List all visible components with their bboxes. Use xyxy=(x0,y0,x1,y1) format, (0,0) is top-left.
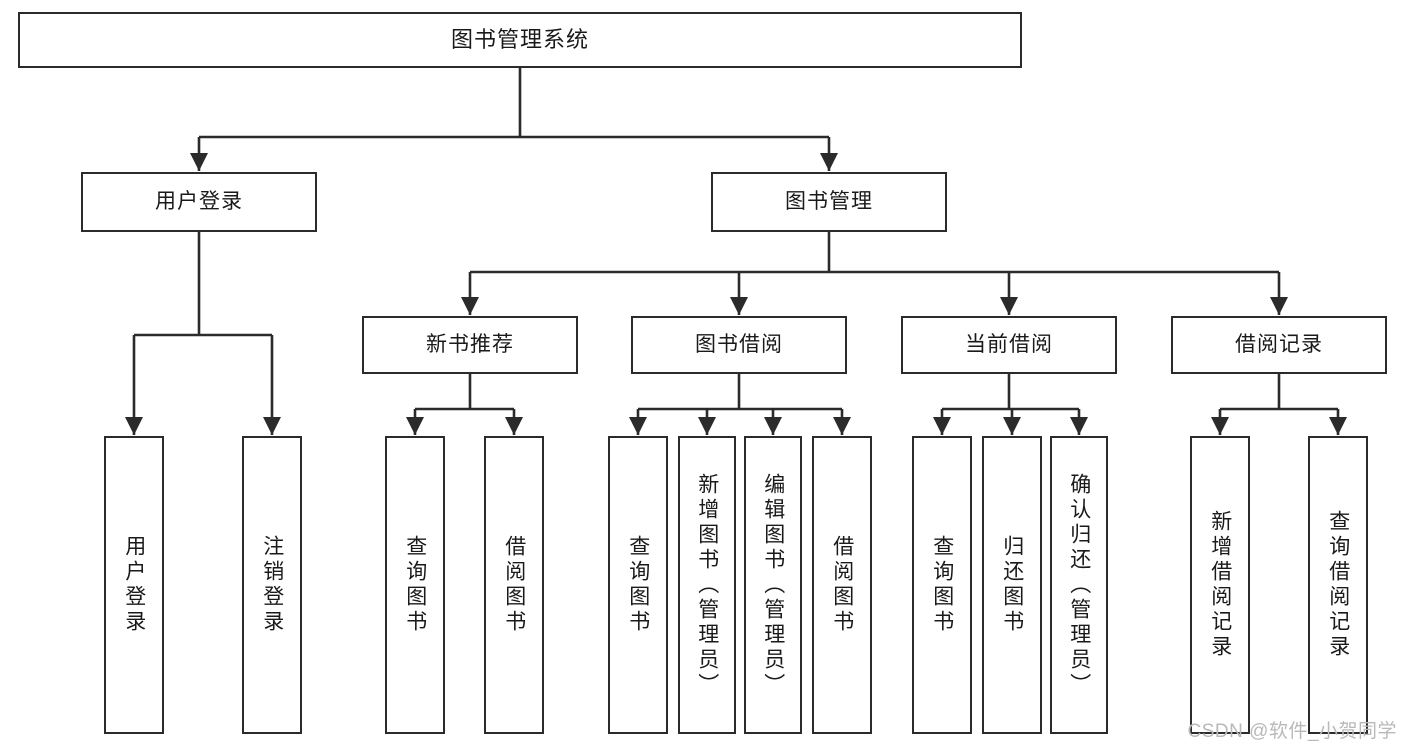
node-records[interactable]: 借阅记录 xyxy=(1171,316,1387,374)
node-l8[interactable]: 借阅图书 xyxy=(812,436,872,734)
node-label: 注销登录 xyxy=(260,535,284,635)
node-l9[interactable]: 查询图书 xyxy=(912,436,972,734)
node-l1[interactable]: 用户登录 xyxy=(104,436,164,734)
node-current[interactable]: 当前借阅 xyxy=(901,316,1117,374)
node-label: 借阅图书 xyxy=(502,535,526,635)
node-label: 图书管理系统 xyxy=(450,26,589,52)
node-l11[interactable]: 确认归还（管理员） xyxy=(1050,436,1108,734)
node-l10[interactable]: 归还图书 xyxy=(982,436,1042,734)
node-label: 查询图书 xyxy=(403,535,427,635)
arrow-head xyxy=(730,297,748,315)
node-label: 图书借阅 xyxy=(695,333,783,357)
node-l3[interactable]: 查询图书 xyxy=(385,436,445,734)
arrow-head xyxy=(125,417,143,435)
node-label: 新书推荐 xyxy=(426,333,514,357)
node-label: 新增借阅记录 xyxy=(1208,510,1232,660)
node-l13[interactable]: 查询借阅记录 xyxy=(1308,436,1368,734)
arrow-head xyxy=(1000,297,1018,315)
arrow-head xyxy=(933,417,951,435)
node-l7[interactable]: 编辑图书（管理员） xyxy=(744,436,802,734)
node-label: 图书管理 xyxy=(785,190,873,214)
arrow-head xyxy=(1070,417,1088,435)
node-label: 借阅图书 xyxy=(830,535,854,635)
node-label: 用户登录 xyxy=(155,190,243,214)
node-borrow[interactable]: 图书借阅 xyxy=(631,316,847,374)
arrow-head xyxy=(263,417,281,435)
node-bookmgmt[interactable]: 图书管理 xyxy=(711,172,947,232)
node-l5[interactable]: 查询图书 xyxy=(608,436,668,734)
node-login[interactable]: 用户登录 xyxy=(81,172,317,232)
arrow-head xyxy=(1329,417,1347,435)
arrow-head xyxy=(1270,297,1288,315)
node-root[interactable]: 图书管理系统 xyxy=(18,12,1022,68)
node-label: 借阅记录 xyxy=(1235,333,1323,357)
arrow-head xyxy=(764,417,782,435)
node-label: 当前借阅 xyxy=(965,333,1053,357)
node-label: 编辑图书（管理员） xyxy=(761,472,785,698)
node-label: 新增图书（管理员） xyxy=(695,472,719,698)
arrow-head xyxy=(505,417,523,435)
arrow-head xyxy=(1211,417,1229,435)
node-label: 归还图书 xyxy=(1000,535,1024,635)
arrow-head xyxy=(461,297,479,315)
node-l6[interactable]: 新增图书（管理员） xyxy=(678,436,736,734)
arrow-head xyxy=(406,417,424,435)
node-label: 用户登录 xyxy=(122,535,146,635)
arrow-head xyxy=(1003,417,1021,435)
arrow-head xyxy=(833,417,851,435)
node-l4[interactable]: 借阅图书 xyxy=(484,436,544,734)
node-label: 确认归还（管理员） xyxy=(1067,472,1091,698)
node-label: 查询图书 xyxy=(626,535,650,635)
node-l12[interactable]: 新增借阅记录 xyxy=(1190,436,1250,734)
node-l2[interactable]: 注销登录 xyxy=(242,436,302,734)
node-newbook[interactable]: 新书推荐 xyxy=(362,316,578,374)
arrow-head xyxy=(190,153,208,171)
node-label: 查询图书 xyxy=(930,535,954,635)
arrow-head xyxy=(820,153,838,171)
arrow-head xyxy=(698,417,716,435)
node-label: 查询借阅记录 xyxy=(1326,510,1350,660)
arrow-head xyxy=(629,417,647,435)
